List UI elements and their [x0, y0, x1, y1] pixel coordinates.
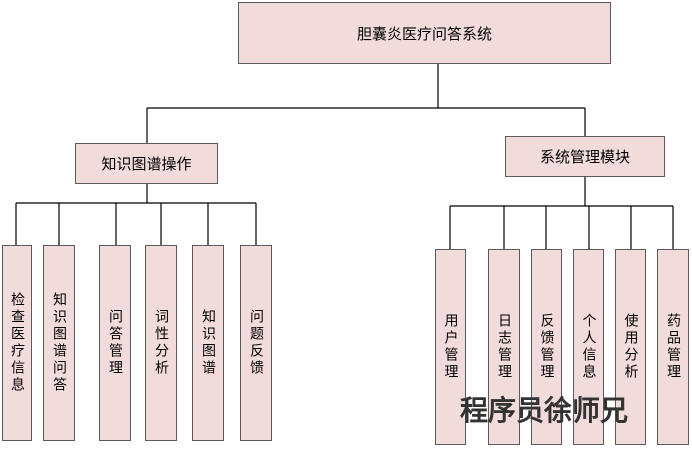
leaf-node-check-medical-info: 检查医疗信息	[2, 245, 32, 441]
leaf-node-label: 个人信息	[580, 313, 597, 381]
leaf-node-label: 知识图谱问答	[51, 292, 67, 394]
leaf-node-usage-analysis: 使用分析	[615, 249, 646, 445]
root-node: 胆囊炎医疗问答系统	[238, 2, 611, 64]
leaf-node-label: 药品管理	[665, 313, 681, 381]
leaf-node-label: 用户管理	[442, 313, 459, 381]
leaf-node-log-management: 日志管理	[488, 249, 520, 445]
leaf-node-label: 问题反馈	[248, 309, 264, 377]
branch-node-knowledge-graph: 知识图谱操作	[75, 143, 218, 184]
leaf-node-personal-info: 个人信息	[573, 249, 604, 445]
leaf-node-qa-management: 问答管理	[99, 245, 131, 441]
leaf-node-feedback-management: 反馈管理	[531, 249, 562, 445]
root-node-label: 胆囊炎医疗问答系统	[356, 24, 492, 43]
leaf-node-pos-analysis: 词性分析	[145, 245, 177, 441]
watermark-text: 程序员徐师兄	[460, 394, 629, 427]
leaf-node-knowledge-graph: 知识图谱	[192, 245, 224, 441]
leaf-node-question-feedback: 问题反馈	[240, 245, 272, 441]
leaf-node-drug-management: 药品管理	[657, 249, 689, 445]
leaf-node-kg-qa: 知识图谱问答	[43, 245, 75, 441]
leaf-node-label: 词性分析	[153, 309, 169, 377]
leaf-node-label: 检查医疗信息	[9, 292, 25, 394]
leaf-node-label: 使用分析	[622, 313, 639, 381]
leaf-node-label: 反馈管理	[538, 313, 555, 381]
leaf-node-label: 日志管理	[496, 313, 512, 381]
leaf-node-user-management: 用户管理	[435, 249, 466, 445]
branch-node-label: 系统管理模块	[539, 148, 630, 166]
leaf-node-label: 问答管理	[107, 309, 123, 377]
branch-node-label: 知识图谱操作	[101, 155, 192, 173]
leaf-node-label: 知识图谱	[200, 309, 216, 377]
branch-node-system-management: 系统管理模块	[505, 136, 665, 177]
